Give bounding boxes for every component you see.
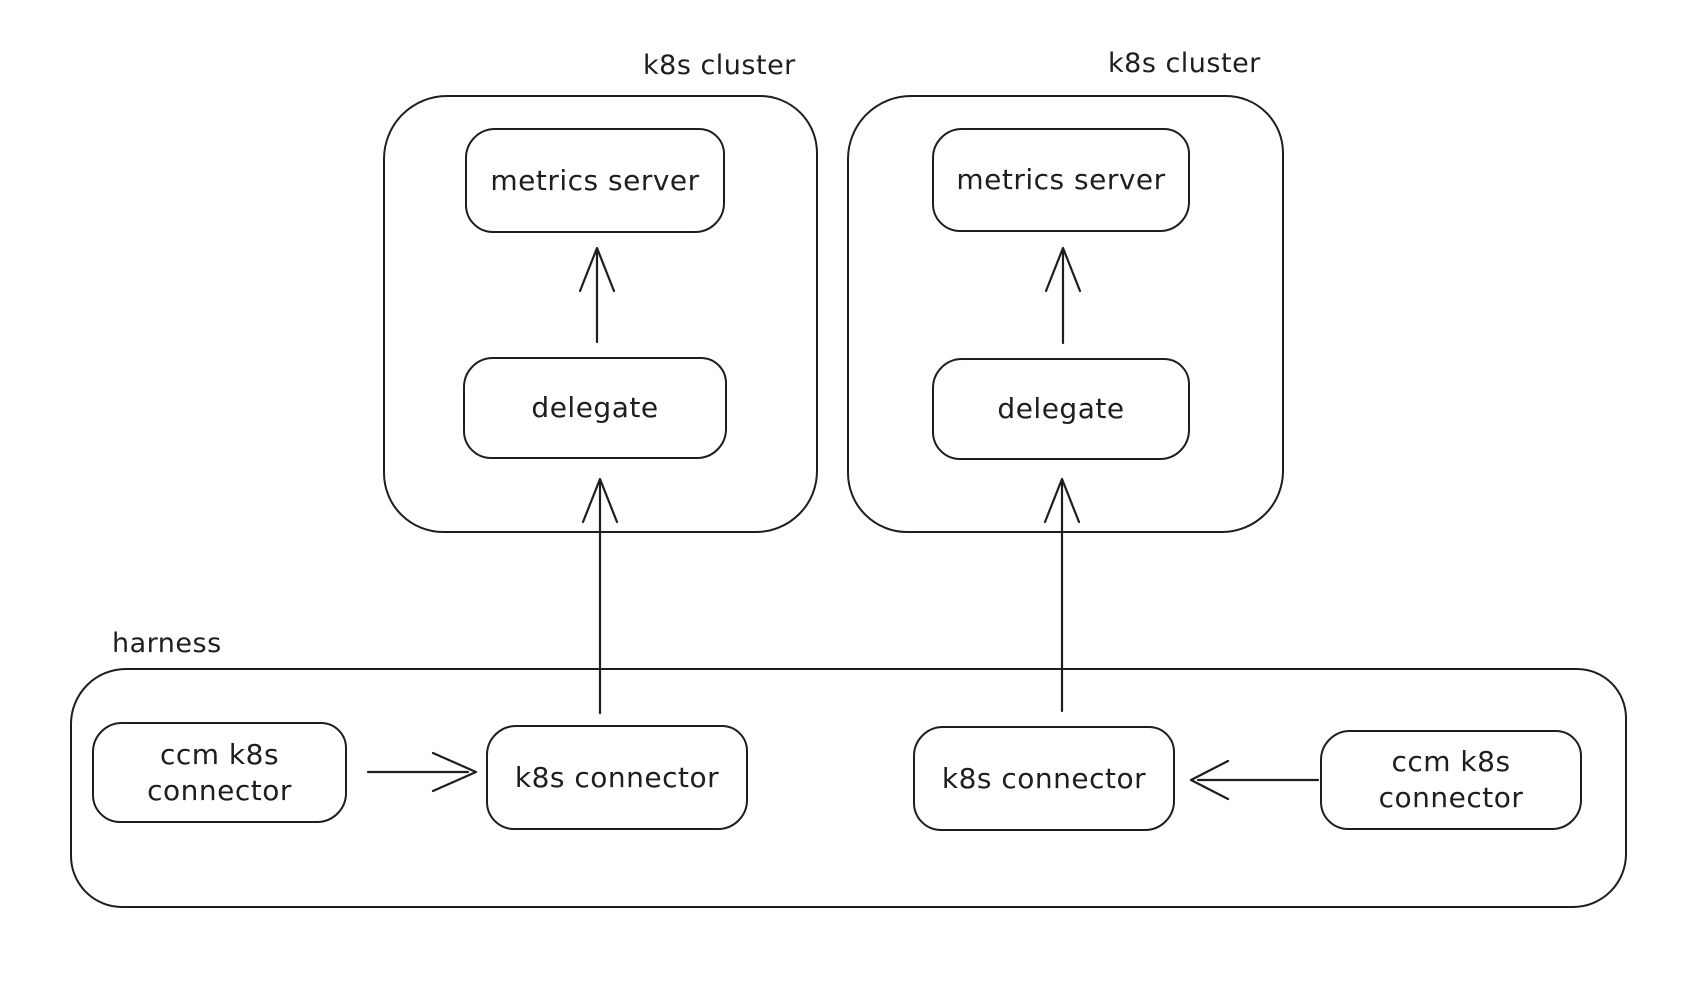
node-ccm-k8s-connector-left-label: ccm k8s connector xyxy=(147,737,292,807)
harness-box xyxy=(70,668,1627,908)
node-metrics-server-left-label: metrics server xyxy=(490,163,700,197)
node-delegate-right-label: delegate xyxy=(997,392,1125,426)
cluster-right-label: k8s cluster xyxy=(1108,48,1261,79)
node-ccm-k8s-connector-right-label: ccm k8s connector xyxy=(1378,745,1524,814)
node-metrics-server-right-label: metrics server xyxy=(956,163,1166,197)
node-delegate-right: delegate xyxy=(932,358,1190,460)
node-delegate-left: delegate xyxy=(463,357,727,459)
cluster-left-label: k8s cluster xyxy=(643,50,796,81)
node-ccm-k8s-connector-left: ccm k8s connector xyxy=(92,722,347,823)
node-k8s-connector-left-label: k8s connector xyxy=(514,760,720,794)
cluster-right-box xyxy=(847,95,1284,533)
node-ccm-k8s-connector-right: ccm k8s connector xyxy=(1320,730,1582,830)
node-metrics-server-right: metrics server xyxy=(932,128,1190,232)
node-k8s-connector-left: k8s connector xyxy=(486,725,748,830)
node-metrics-server-left: metrics server xyxy=(465,128,725,233)
node-k8s-connector-right: k8s connector xyxy=(913,726,1175,831)
node-delegate-left-label: delegate xyxy=(531,391,659,425)
harness-label: harness xyxy=(112,628,222,659)
node-k8s-connector-right-label: k8s connector xyxy=(941,761,1147,795)
